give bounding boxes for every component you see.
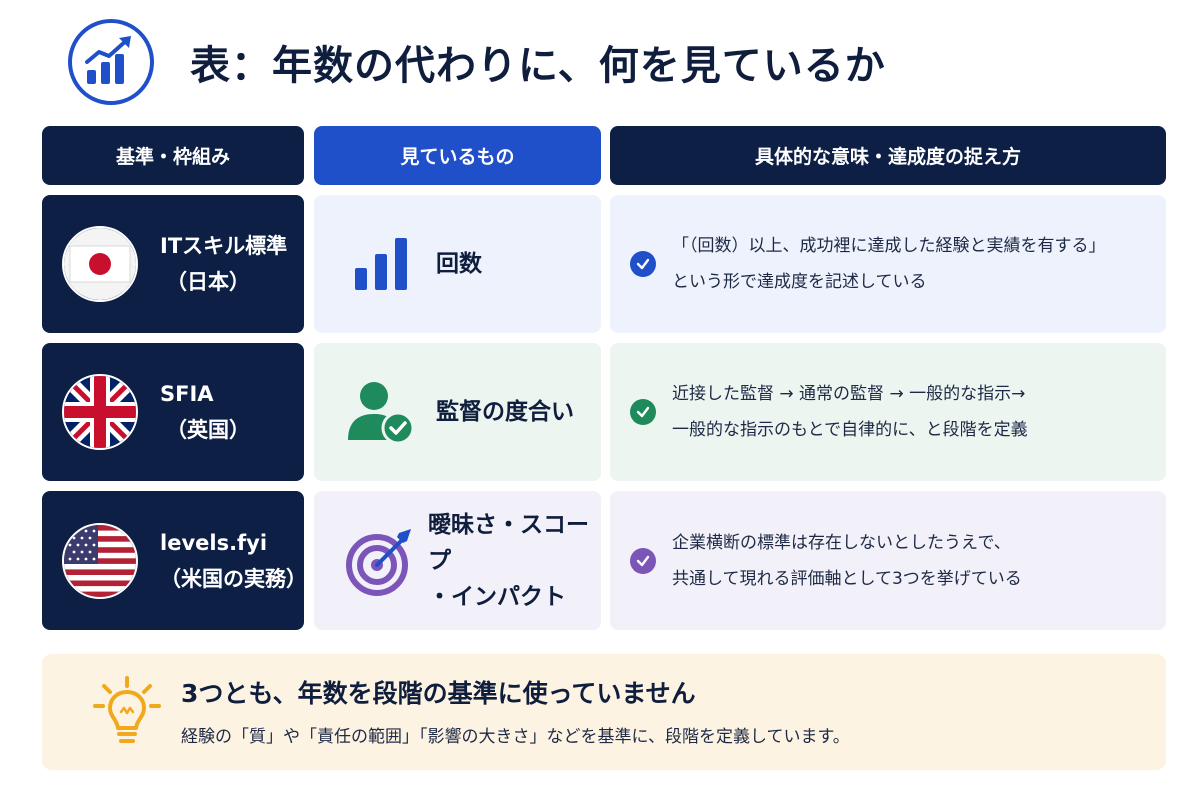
note-title: 3つとも、年数を段階の基準に使っていません (181, 679, 696, 708)
looking-at-cell-supervision: 監督の度合い (314, 343, 601, 481)
column-header-looking-at: 見ているもの (314, 126, 601, 185)
standard-name: levels.fyi （米国の実務） (160, 525, 307, 597)
standard-region: （日本） (166, 270, 250, 294)
meaning-cell-ambiguity: 企業横断の標準は存在しないとしたうえで、 共通して現れる評価軸として3つを挙げて… (610, 491, 1166, 630)
meaning-line: 近接した監督 → 通常の監督 → 一般的な指示→ (672, 384, 1026, 404)
note-body: 経験の「質」や「責任の範囲」「影響の大きさ」などを基準に、段階を定義しています。 (181, 727, 850, 747)
looking-at-cell-count: 回数 (314, 195, 601, 333)
summary-note (42, 654, 1166, 770)
looking-at-label: 曖昧さ・スコープ ・インパクト (428, 507, 601, 615)
column-header-meaning: 具体的な意味・達成度の捉え方 (610, 126, 1166, 185)
looking-at-label: 監督の度合い (436, 394, 574, 430)
standard-name: SFIA （英国） (160, 376, 250, 448)
looking-at-line: ・インパクト (428, 583, 566, 610)
standard-cell-levels-fyi: levels.fyi （米国の実務） (42, 491, 307, 630)
uk-flag-icon (62, 374, 138, 450)
check-icon (630, 547, 656, 574)
meaning-text: 企業横断の標準は存在しないとしたうえで、 共通して現れる評価軸として3つを挙げて… (672, 525, 1022, 597)
meaning-line: 一般的な指示のもとで自律的に、と段階を定義 (672, 420, 1028, 440)
standard-title: levels.fyi (160, 530, 268, 555)
supervisor-check-icon (340, 374, 422, 450)
page-title: 表：年数の代わりに、何を見ているか (190, 43, 886, 89)
growth-chart-icon (68, 19, 154, 105)
meaning-text: 近接した監督 → 通常の監督 → 一般的な指示→ 一般的な指示のもとで自律的に、… (672, 376, 1028, 448)
standard-cell-it-skill: ITスキル標準 （日本） (42, 195, 304, 333)
japan-flag-icon (62, 226, 138, 302)
standard-name: ITスキル標準 （日本） (160, 228, 287, 300)
column-header-standard: 基準・枠組み (42, 126, 304, 185)
meaning-line: 共通して現れる評価軸として3つを挙げている (672, 568, 1022, 589)
looking-at-label: 回数 (436, 246, 482, 282)
lightbulb-icon (92, 676, 162, 748)
meaning-cell-supervision: 近接した監督 → 通常の監督 → 一般的な指示→ 一般的な指示のもとで自律的に、… (610, 343, 1166, 481)
bar-chart-icon (340, 226, 422, 302)
check-icon (630, 251, 656, 277)
standard-cell-sfia: SFIA （英国） (42, 343, 304, 481)
target-icon (340, 523, 422, 599)
page-header: 表：年数の代わりに、何を見ているか (68, 19, 886, 105)
looking-at-cell-ambiguity: 曖昧さ・スコープ ・インパクト (314, 491, 601, 630)
check-icon (630, 399, 656, 425)
meaning-line: 「（回数）以上、成功裡に達成した経験と実績を有する」 (672, 236, 1106, 256)
looking-at-line: 曖昧さ・スコープ (428, 511, 589, 574)
meaning-text: 「（回数）以上、成功裡に達成した経験と実績を有する」 という形で達成度を記述して… (672, 228, 1106, 300)
us-flag-icon (62, 522, 138, 599)
standard-region: （米国の実務） (160, 566, 307, 591)
meaning-cell-count: 「（回数）以上、成功裡に達成した経験と実績を有する」 という形で達成度を記述して… (610, 195, 1166, 333)
looking-at-line: 回数 (436, 251, 482, 277)
meaning-line: という形で達成度を記述している (672, 272, 927, 292)
standard-region: （英国） (166, 418, 250, 442)
looking-at-line: 監督の度合い (436, 399, 574, 425)
meaning-line: 企業横断の標準は存在しないとしたうえで、 (672, 532, 1011, 553)
standard-title: ITスキル標準 (160, 234, 288, 258)
standard-title: SFIA (160, 382, 214, 406)
